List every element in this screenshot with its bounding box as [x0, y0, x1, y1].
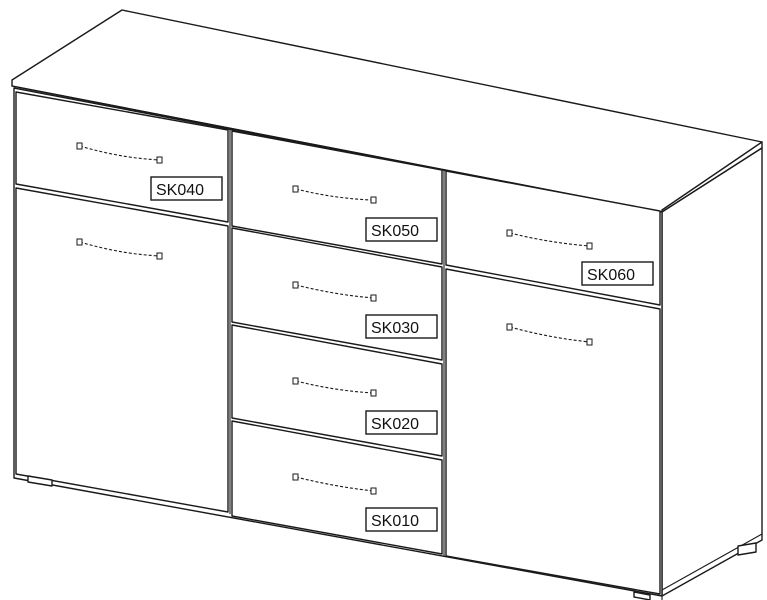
label-sk040: SK040 — [150, 176, 223, 201]
label-sk030: SK030 — [365, 314, 438, 339]
handle-sk050[interactable] — [292, 185, 377, 204]
foot-right-back — [737, 542, 757, 556]
handle-sk060[interactable] — [506, 229, 593, 250]
handle-door-left[interactable] — [76, 238, 163, 260]
svg-text:SK030: SK030 — [371, 320, 419, 337]
label-sk010: SK010 — [365, 507, 438, 532]
door-left[interactable] — [15, 187, 229, 513]
svg-text:SK010: SK010 — [371, 513, 419, 530]
handle-sk040[interactable] — [76, 142, 163, 164]
door-right[interactable] — [445, 268, 661, 595]
handle-sk010[interactable] — [292, 473, 377, 495]
label-sk060: SK060 — [581, 261, 654, 286]
foot-right-front — [633, 591, 651, 600]
foot-left — [27, 475, 53, 487]
handle-door-right[interactable] — [506, 323, 593, 346]
svg-text:SK020: SK020 — [371, 416, 419, 433]
svg-text:SK040: SK040 — [156, 182, 204, 199]
carcass-side-panel — [661, 147, 763, 597]
svg-text:SK060: SK060 — [587, 267, 635, 284]
label-sk020: SK020 — [365, 410, 438, 435]
label-sk050: SK050 — [365, 217, 438, 242]
handle-sk030[interactable] — [292, 281, 377, 302]
handle-sk020[interactable] — [292, 377, 377, 397]
svg-text:SK050: SK050 — [371, 223, 419, 240]
